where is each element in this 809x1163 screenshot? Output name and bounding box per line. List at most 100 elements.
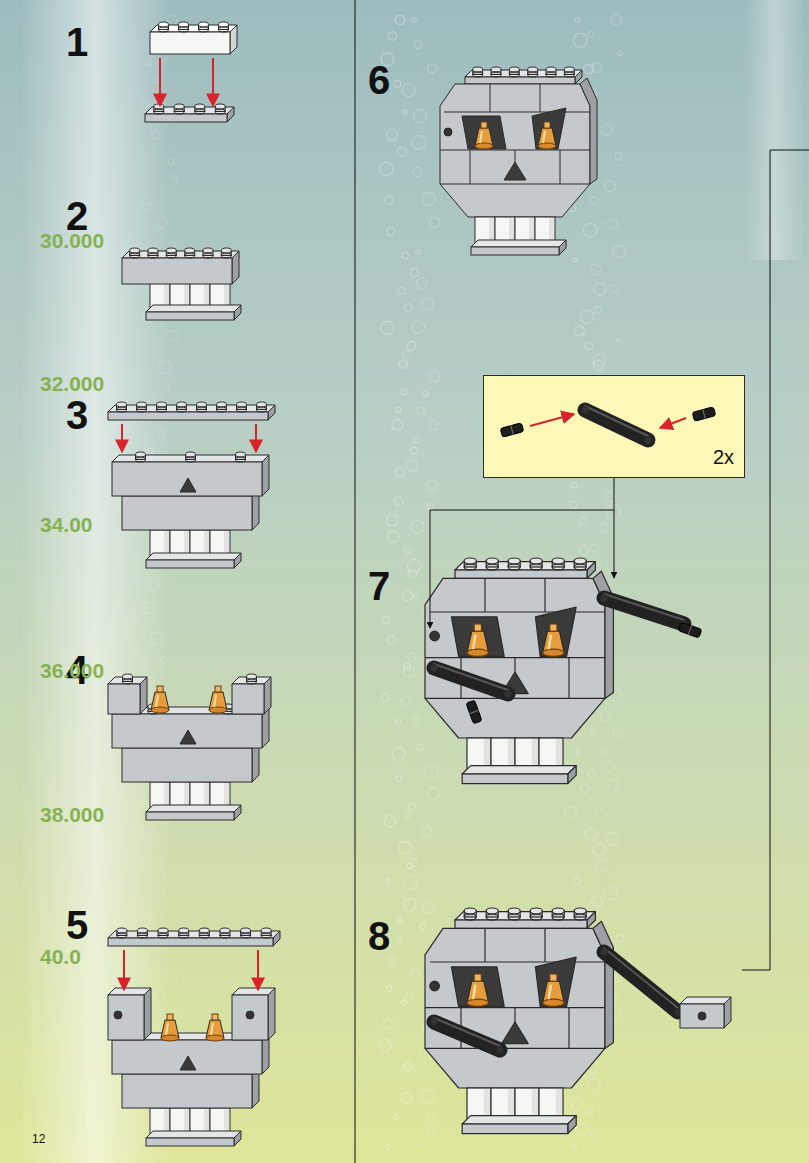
brick-face xyxy=(471,240,566,247)
orange-cone xyxy=(157,686,163,692)
brick-joint xyxy=(490,84,491,112)
brick-joint xyxy=(544,928,545,962)
brick-face xyxy=(587,912,595,929)
step-6-model xyxy=(440,67,597,255)
cone-highlight xyxy=(549,635,551,649)
direction-arrow xyxy=(255,424,257,452)
bubble xyxy=(394,80,401,87)
technic-hole xyxy=(431,1019,438,1026)
bubble xyxy=(588,31,594,37)
stud xyxy=(197,402,207,407)
stud xyxy=(508,558,520,564)
stud xyxy=(236,457,246,462)
brick-face xyxy=(112,462,262,496)
stud xyxy=(195,104,205,109)
stud xyxy=(530,558,542,564)
bubble xyxy=(384,196,392,204)
bubble xyxy=(401,696,410,705)
technic-hole xyxy=(582,407,589,414)
brick-face xyxy=(264,677,271,714)
step-2-model xyxy=(122,248,241,320)
stud xyxy=(199,928,209,933)
bubble xyxy=(416,278,427,289)
stud xyxy=(546,72,556,77)
brick-face xyxy=(108,938,273,946)
stud xyxy=(247,674,257,679)
orange-cone xyxy=(474,624,481,631)
bubble xyxy=(583,223,597,237)
bubble xyxy=(423,902,434,913)
stud xyxy=(137,402,147,407)
stud xyxy=(185,253,195,258)
bubble xyxy=(570,502,577,509)
stud xyxy=(117,928,127,933)
stud xyxy=(220,933,230,938)
bubble xyxy=(393,1115,398,1120)
depth-watermark: 34.00 xyxy=(40,514,93,535)
leader-line xyxy=(430,510,614,628)
orange-cone xyxy=(543,649,565,656)
skull-side xyxy=(593,571,613,698)
bubble xyxy=(403,1064,410,1071)
stud xyxy=(203,248,213,253)
technic-hole xyxy=(246,1011,254,1019)
bubble xyxy=(402,590,412,600)
cone-highlight xyxy=(480,131,482,143)
stud xyxy=(179,27,189,32)
bubble xyxy=(382,616,389,623)
bubble xyxy=(610,285,617,292)
cone-highlight xyxy=(211,1023,213,1035)
bubble xyxy=(397,147,406,156)
brick-face xyxy=(227,107,234,122)
stud xyxy=(148,248,158,253)
bubble xyxy=(587,1108,593,1114)
bubble xyxy=(398,919,403,924)
stud xyxy=(166,253,176,258)
beam-highlight xyxy=(434,1018,500,1046)
orange-cone xyxy=(474,974,481,981)
bubble xyxy=(408,653,416,661)
brick-joint xyxy=(470,150,471,184)
brick-face xyxy=(568,766,576,784)
bubble xyxy=(412,321,425,334)
bubble xyxy=(602,749,607,754)
bubble xyxy=(615,153,622,160)
model-steps xyxy=(108,22,731,1146)
bubble xyxy=(590,728,595,733)
page-number: 12 xyxy=(32,1133,45,1145)
brick-face xyxy=(568,1116,576,1134)
orange-cone xyxy=(543,999,565,1006)
technic-hole xyxy=(601,949,608,956)
brick-face xyxy=(144,988,151,1040)
stud xyxy=(486,908,498,914)
stud xyxy=(528,72,538,77)
stud xyxy=(215,104,225,109)
step-8-beams xyxy=(431,948,732,1054)
brick-face xyxy=(462,774,568,784)
bubble xyxy=(385,1144,390,1149)
bubble xyxy=(157,218,167,228)
bubble xyxy=(172,175,177,180)
brick-face xyxy=(234,1131,241,1146)
bubble xyxy=(576,1124,588,1136)
bubble xyxy=(149,918,155,924)
stud xyxy=(177,402,187,407)
stud xyxy=(179,928,189,933)
brick-face xyxy=(262,455,269,496)
brick-face xyxy=(462,1116,576,1124)
stud xyxy=(186,452,196,457)
technic-hole xyxy=(430,981,440,991)
stud xyxy=(174,109,184,114)
stud xyxy=(148,253,158,258)
brick-face xyxy=(108,995,144,1040)
cone-highlight xyxy=(214,695,216,707)
bubble xyxy=(396,720,401,725)
step-3-model xyxy=(108,402,275,568)
step-8-model xyxy=(425,908,613,1134)
bubble xyxy=(425,766,438,779)
bubble xyxy=(164,875,173,884)
stud xyxy=(509,67,519,72)
bubble xyxy=(405,812,411,818)
stud xyxy=(158,928,168,933)
technic-hole xyxy=(431,665,438,672)
